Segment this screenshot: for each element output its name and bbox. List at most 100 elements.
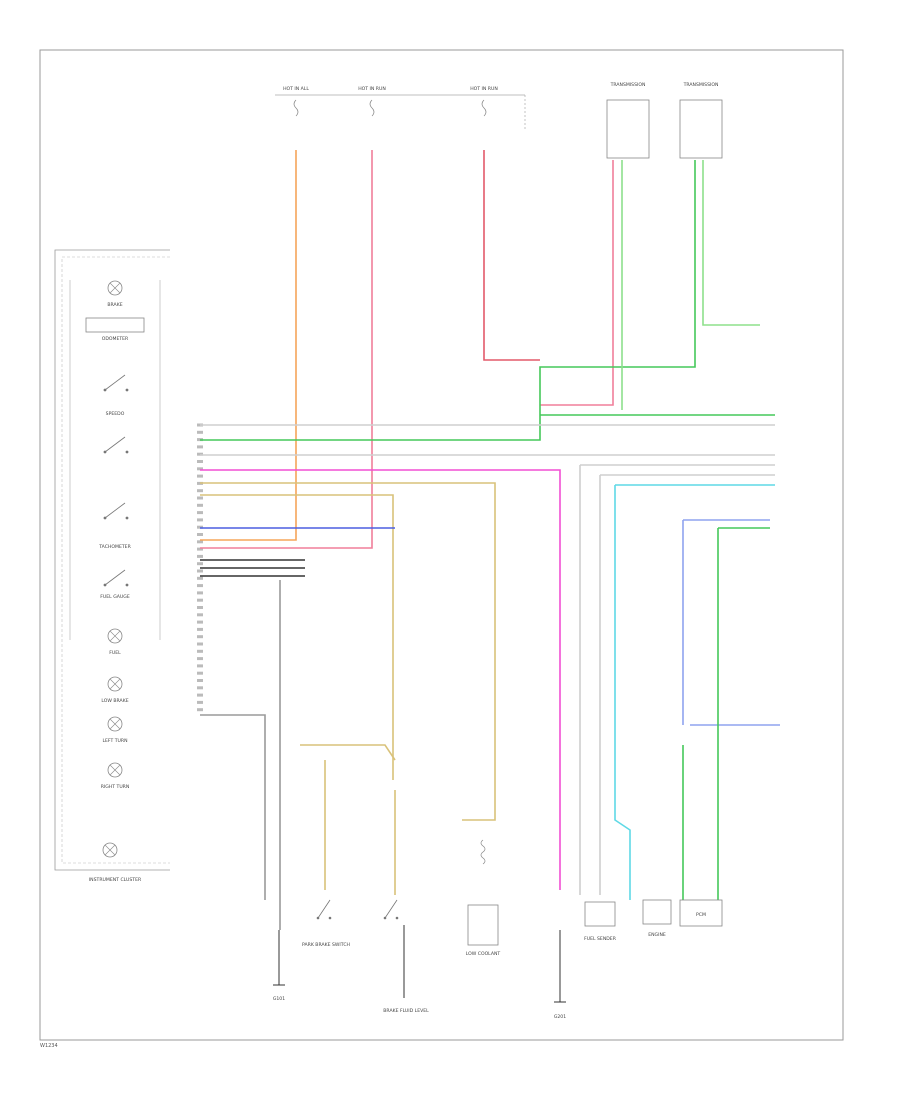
connector-pin bbox=[197, 511, 203, 515]
fuse-2-icon bbox=[369, 99, 375, 117]
cyan-wire bbox=[614, 484, 775, 900]
connector-pin bbox=[197, 584, 203, 588]
cluster-title: INSTRUMENT CLUSTER bbox=[89, 877, 142, 883]
connector-pin bbox=[197, 708, 203, 712]
fuse-3-label: HOT IN RUN bbox=[470, 86, 498, 92]
connector-pin bbox=[197, 562, 203, 566]
connector-pin bbox=[197, 496, 203, 500]
connector-pin bbox=[197, 445, 203, 449]
tan-wire-2 bbox=[200, 494, 394, 780]
speedometer-switch-icon bbox=[103, 374, 129, 392]
low-brake-lamp-icon bbox=[107, 676, 123, 692]
green-wire-c bbox=[717, 527, 770, 900]
park-brake-switch-icon bbox=[316, 899, 332, 920]
cluster-item-brake-label: BRAKE bbox=[107, 302, 122, 308]
connector-pin bbox=[197, 518, 203, 522]
cluster-item-odometer-label: ODOMETER bbox=[102, 336, 129, 342]
tach-switch-icon-b bbox=[103, 502, 129, 520]
transmission-module-1: TRANSMISSION bbox=[606, 82, 650, 159]
diagram-frame bbox=[39, 49, 844, 1041]
module-2-label: TRANSMISSION bbox=[683, 82, 719, 88]
module-1-label: TRANSMISSION bbox=[610, 82, 646, 88]
connector-pin bbox=[197, 547, 203, 551]
connector-pin bbox=[197, 430, 203, 434]
cluster-item-low-brake-label: LOW BRAKE bbox=[101, 698, 128, 704]
fuse-1-label: HOT IN ALL bbox=[283, 86, 309, 92]
connector-pin bbox=[197, 569, 203, 573]
light-blue-wire bbox=[682, 519, 770, 725]
cluster-item-speedometer-label: SPEEDO bbox=[106, 411, 125, 417]
fuse-block: HOT IN ALL HOT IN RUN HOT IN RUN bbox=[275, 86, 526, 130]
connector-pin bbox=[197, 540, 203, 544]
pink-wire bbox=[200, 150, 373, 549]
brake-fluid-switch-icon bbox=[383, 899, 405, 998]
ground-2-icon bbox=[554, 930, 566, 1003]
pcm-label: PCM bbox=[696, 912, 706, 918]
light-green-wire-2 bbox=[702, 160, 760, 326]
left-turn-lamp-icon bbox=[107, 716, 123, 732]
odometer-icon bbox=[85, 317, 145, 333]
engine-control-module-icon bbox=[642, 899, 672, 925]
gray-wire-f bbox=[599, 474, 775, 895]
connector-pin bbox=[197, 671, 203, 675]
park-brake-label: PARK BRAKE SWITCH bbox=[302, 942, 350, 948]
fuse-3-icon bbox=[481, 99, 487, 117]
tach-switch-icon-a bbox=[103, 436, 129, 454]
connector-pin bbox=[197, 474, 203, 478]
low-coolant-label: LOW COOLANT bbox=[466, 951, 501, 957]
connector-pin bbox=[197, 642, 203, 646]
connector-pin bbox=[197, 613, 203, 617]
fuel-sender-icon bbox=[584, 901, 616, 927]
connector-pin bbox=[197, 657, 203, 661]
fuse-1-icon bbox=[293, 99, 299, 117]
ground-1-label: G101 bbox=[273, 996, 285, 1002]
ground-2-label: G201 bbox=[554, 1014, 566, 1020]
connector-pin bbox=[197, 693, 203, 697]
cluster-item-tachometer-label: TACHOMETER bbox=[98, 544, 131, 550]
pink-wire-2 bbox=[540, 160, 614, 406]
connector-pin bbox=[197, 620, 203, 624]
connector-pin bbox=[197, 533, 203, 536]
illumination-lamp-icon bbox=[102, 842, 118, 858]
gray-wire-b bbox=[200, 714, 266, 900]
instrument-cluster: INSTRUMENT CLUSTER BRAKE ODOMETER SPEEDO… bbox=[54, 249, 170, 883]
fuel-gauge-switch-icon bbox=[103, 569, 129, 587]
green-wire-a bbox=[200, 160, 696, 441]
cluster-item-right-turn-label: RIGHT TURN bbox=[101, 784, 130, 790]
fuel-lamp-icon bbox=[107, 628, 123, 644]
orange-wire bbox=[200, 150, 297, 541]
fuse-2-label: HOT IN RUN bbox=[358, 86, 386, 92]
gray-wire-e bbox=[579, 464, 775, 895]
tan-wire-3 bbox=[300, 744, 396, 761]
brake-lamp-icon bbox=[107, 280, 123, 296]
connector-pin bbox=[197, 503, 203, 507]
magenta-wire bbox=[200, 469, 561, 890]
connector-pin bbox=[197, 606, 203, 609]
transmission-module-2: TRANSMISSION bbox=[679, 82, 723, 159]
diagram-footer-code: W1234 bbox=[40, 1043, 58, 1049]
pcm-module-icon bbox=[679, 899, 723, 927]
connector-pin bbox=[197, 460, 203, 463]
connector-pin bbox=[197, 664, 203, 668]
connector-pin bbox=[197, 627, 203, 631]
wires bbox=[200, 150, 780, 930]
connector-pin bbox=[197, 591, 203, 595]
connector-pin bbox=[197, 576, 203, 580]
fuel-sender-label: FUEL SENDER bbox=[584, 936, 617, 942]
bottom-components: G101 PARK BRAKE SWITCH BRAKE FLUID LEVEL… bbox=[273, 839, 723, 1020]
tan-wire bbox=[200, 482, 496, 821]
connector-pin bbox=[197, 489, 203, 493]
connector-pin bbox=[197, 467, 203, 471]
right-turn-lamp-icon bbox=[107, 762, 123, 778]
connector-pin bbox=[197, 598, 203, 602]
connector-pin bbox=[197, 554, 203, 558]
connector-pin bbox=[197, 700, 203, 704]
cluster-item-fuel-gauge-label: FUEL GAUGE bbox=[100, 594, 130, 600]
red-wire-a bbox=[483, 150, 540, 361]
connector-pin bbox=[197, 686, 203, 690]
connector-pin bbox=[197, 649, 203, 653]
brake-fluid-label: BRAKE FLUID LEVEL bbox=[383, 1008, 429, 1014]
engine-control-label: ENGINE bbox=[648, 932, 666, 938]
cluster-item-left-turn-label: LEFT TURN bbox=[102, 738, 127, 744]
